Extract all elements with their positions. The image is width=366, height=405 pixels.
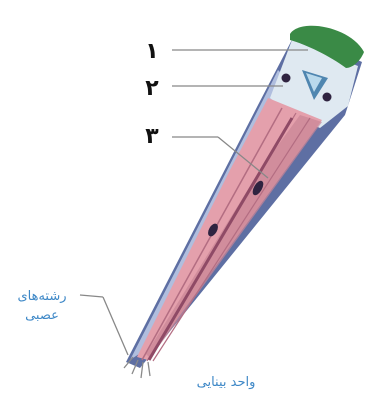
- leader-line-nerve-2: [103, 297, 128, 355]
- leader-line-nerve: [80, 295, 103, 297]
- rhabdom: [149, 118, 292, 360]
- callout-3: ۳: [145, 124, 159, 149]
- cone-cell-nucleus: [323, 93, 332, 102]
- callout-2: ۲: [145, 76, 159, 101]
- label-nerve-fibers-line1: رشته‌های: [17, 289, 66, 304]
- label-visual-unit: واحد بینایی: [197, 375, 256, 390]
- label-nerve-fibers-line2: عصبی: [25, 308, 59, 323]
- cone-cell-nucleus: [282, 74, 291, 83]
- callout-1: ۱: [145, 39, 158, 64]
